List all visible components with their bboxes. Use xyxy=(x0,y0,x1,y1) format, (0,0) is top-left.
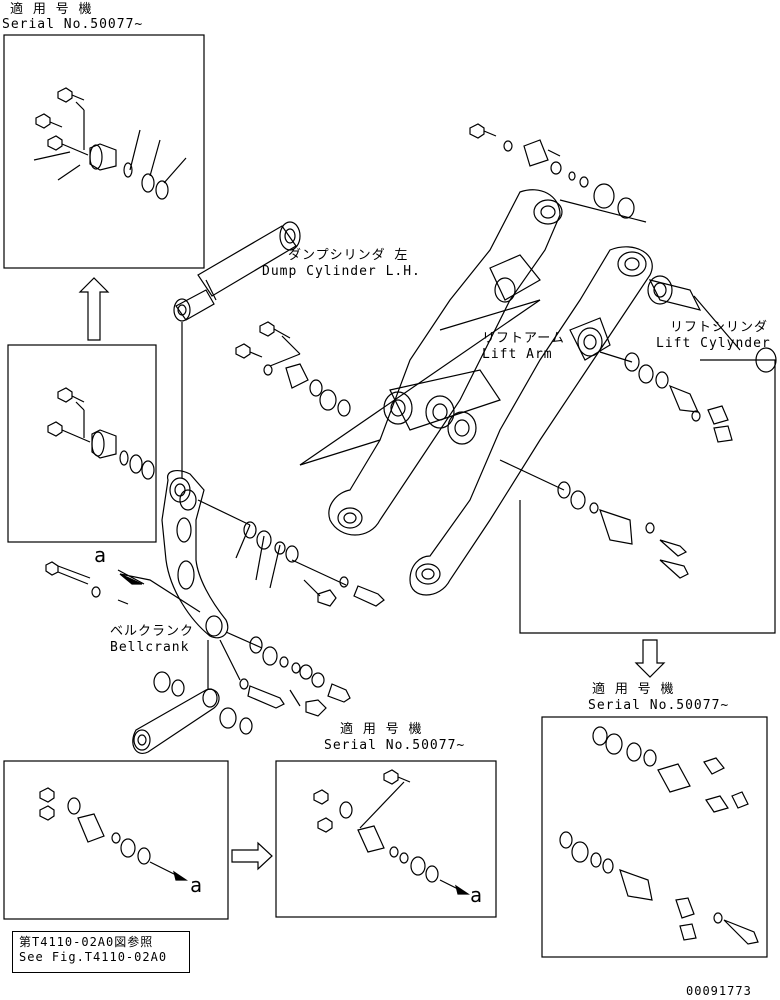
dump-cylinder-en: Dump Cylinder L.H. xyxy=(262,264,421,279)
parts-bottom-right xyxy=(559,726,759,945)
dump-cylinder xyxy=(173,221,301,478)
ref-a-bottom-left: a xyxy=(190,873,204,897)
detail-box-bottom-mid xyxy=(275,760,497,918)
lift-arm-top-pins xyxy=(469,123,647,223)
detail-box-mid-left xyxy=(7,344,157,543)
parts-top-left xyxy=(33,87,187,200)
serial-right-jp: 適 用 号 機 xyxy=(592,682,675,697)
dump-cylinder-jp: ダンプシリンダ 左 xyxy=(288,248,409,263)
ref-a-arrow xyxy=(119,573,143,585)
lift-arm-en: Lift Arm xyxy=(482,347,553,362)
bolt-a-left xyxy=(45,561,201,613)
see-fig-jp: 第T4110-02A0図参照 xyxy=(19,935,154,949)
bellcrank-jp: ベルクランク xyxy=(110,624,195,639)
detail-box-right-outline xyxy=(519,359,776,634)
lift-arm-left-pins xyxy=(235,321,351,417)
bellcrank-en: Bellcrank xyxy=(110,640,190,655)
lift-arm xyxy=(299,189,653,596)
lift-arm-right-pins xyxy=(499,351,733,579)
drawing-number: 00091773 xyxy=(686,984,752,998)
parts-bottom-left xyxy=(39,787,188,881)
ref-a-left: a xyxy=(94,543,108,567)
bellcrank xyxy=(161,470,229,639)
bellcrank-link xyxy=(132,671,253,754)
detail-box-top-left xyxy=(3,34,205,269)
see-figure-reference: 第T4110-02A0図参照 See Fig.T4110-02A0 xyxy=(12,931,190,973)
lift-cylinder-jp: リフトシリンダ xyxy=(670,320,769,335)
lift-cylinder-en: Lift Cylynder xyxy=(656,336,771,351)
lift-cylinder xyxy=(647,275,777,373)
parts-mid-left xyxy=(47,387,155,480)
serial-mid-jp: 適 用 号 機 xyxy=(340,722,423,737)
detail-box-bottom-left xyxy=(3,760,229,920)
bellcrank-pins xyxy=(197,499,385,717)
serial-top: Serial No.50077~ xyxy=(2,17,144,32)
serial-right: Serial No.50077~ xyxy=(588,698,730,713)
down-arrow xyxy=(634,639,666,678)
parts-bottom-mid xyxy=(313,769,470,895)
right-arrow xyxy=(231,841,273,871)
lift-arm-jp: リフトアーム xyxy=(482,331,565,346)
detail-box-bottom-right xyxy=(541,716,768,958)
up-arrow xyxy=(78,277,110,341)
serial-top-jp: 適 用 号 機 xyxy=(10,2,93,17)
ref-a-bottom-mid: a xyxy=(470,883,484,907)
serial-mid: Serial No.50077~ xyxy=(324,738,466,753)
see-fig-en: See Fig.T4110-02A0 xyxy=(19,950,168,964)
